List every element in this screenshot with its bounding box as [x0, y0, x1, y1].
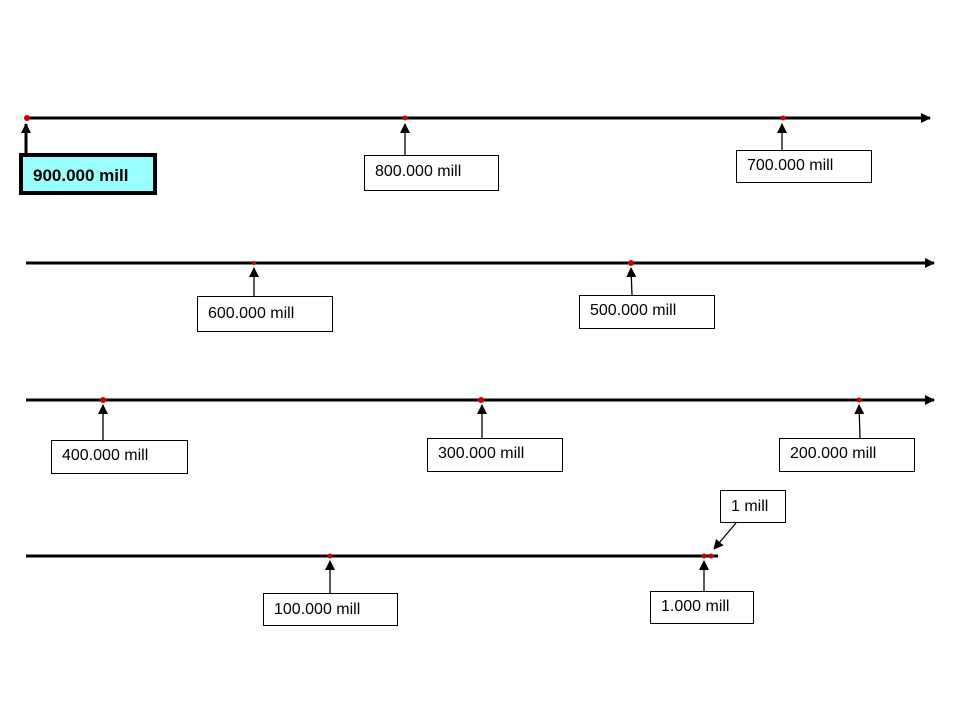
point-1: [708, 553, 714, 559]
label-900-mill: 900.000 mill: [19, 153, 157, 195]
point-1000: [701, 553, 707, 559]
connector-200: [854, 404, 865, 439]
point-400: [100, 397, 106, 403]
label-300-mill: 300.000 mill: [427, 438, 563, 472]
connector-500: [626, 267, 637, 296]
point-800: [402, 115, 408, 121]
connector-1: [713, 522, 737, 550]
point-900: [24, 115, 30, 121]
label-200-mill: 200.000 mill: [779, 438, 915, 472]
point-300: [478, 397, 484, 403]
point-200: [856, 397, 862, 403]
label-500-mill: 500.000 mill: [579, 295, 715, 329]
point-700: [780, 115, 786, 121]
label-700-mill: 700.000 mill: [736, 150, 872, 183]
label-100-mill: 100.000 mill: [263, 593, 398, 626]
label-1-mill: 1 mill: [720, 490, 786, 523]
point-100: [327, 553, 333, 559]
label-600-mill: 600.000 mill: [197, 296, 333, 332]
label-400-mill: 400.000 mill: [51, 440, 188, 474]
point-500: [628, 260, 634, 266]
label-800-mill: 800.000 mill: [364, 155, 499, 191]
label-1000-mill: 1.000 mill: [650, 591, 754, 624]
point-600: [252, 261, 256, 265]
